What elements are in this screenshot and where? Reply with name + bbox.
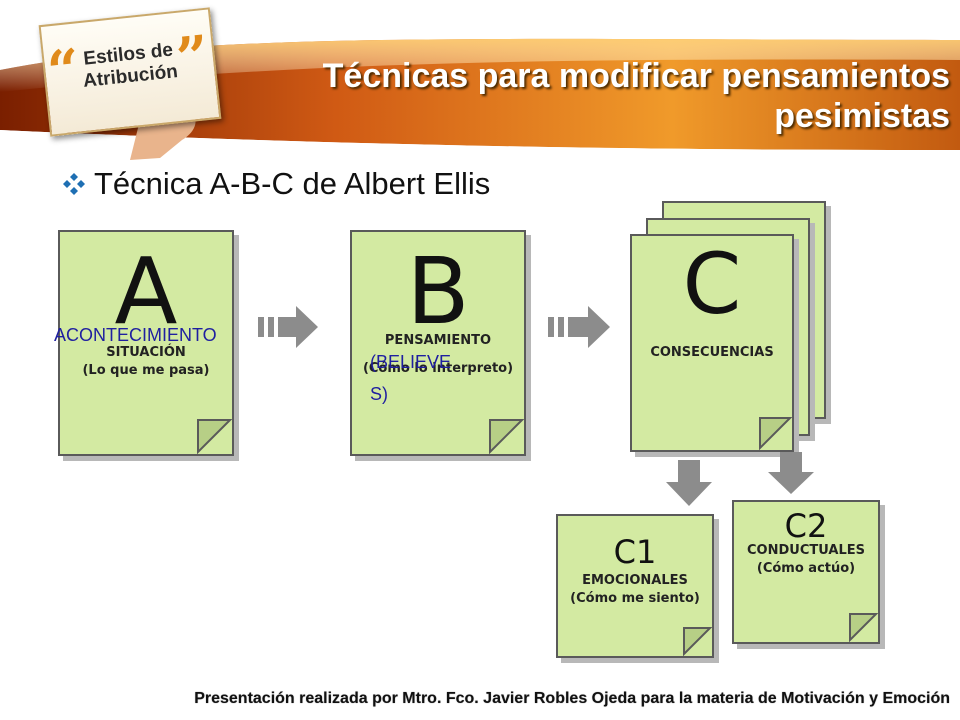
- card-a-sub: (Lo que me pasa): [82, 363, 210, 378]
- slide-title: Técnicas para modificar pensamientos pes…: [322, 57, 950, 135]
- card-c1: C1 EMOCIONALES (Cómo me siento): [556, 514, 714, 658]
- card-c1-sub: (Cómo me siento): [570, 591, 700, 606]
- card-c-letter: C: [682, 235, 742, 333]
- card-b-label: PENSAMIENTO: [384, 333, 492, 348]
- card-c2: C2 CONDUCTUALES (Cómo actúo): [732, 500, 880, 644]
- slide-header: “ ” Estilos de Atribución Técnicas para …: [0, 0, 960, 160]
- bullet-item: Técnica A-B-C de Albert Ellis: [62, 164, 490, 204]
- card-c1-label: EMOCIONALES: [582, 573, 688, 588]
- bullet-text: Técnica A-B-C de Albert Ellis: [94, 166, 491, 201]
- arrow-c-to-c1: [666, 460, 712, 506]
- card-c-label: CONSECUENCIAS: [650, 345, 774, 360]
- card-c2-letter: C2: [784, 507, 828, 545]
- arrow-b-to-c: [548, 306, 610, 348]
- header-swoosh: [0, 38, 960, 160]
- diamond-bullet-icon: [63, 173, 85, 195]
- card-a: A SITUACIÓN (Lo que me pasa): [58, 230, 234, 456]
- acontecimiento-overlay: ACONTECIMIENTO: [54, 325, 217, 345]
- card-c: C CONSECUENCIAS: [630, 234, 794, 452]
- card-c1-letter: C1: [613, 533, 657, 571]
- card-c2-label: CONDUCTUALES: [747, 543, 865, 558]
- badge-card: “ ” Estilos de Atribución: [38, 7, 222, 137]
- card-b: B PENSAMIENTO (Cómo lo interpreto): [350, 230, 526, 456]
- card-c2-sub: (Cómo actúo): [756, 561, 856, 576]
- card-a-letter: A: [114, 238, 178, 345]
- arrow-c-to-c2: [768, 452, 814, 494]
- card-b-letter: B: [406, 238, 470, 345]
- believe-overlay-line2: S): [370, 384, 388, 404]
- believe-overlay-line1: (BELIEVE: [370, 352, 452, 372]
- arrow-a-to-b: [258, 306, 318, 348]
- footer-credit: Presentación realizada por Mtro. Fco. Ja…: [194, 690, 950, 707]
- card-a-label: SITUACIÓN: [106, 345, 186, 360]
- card-b-sub: (Cómo lo interpreto): [362, 361, 514, 376]
